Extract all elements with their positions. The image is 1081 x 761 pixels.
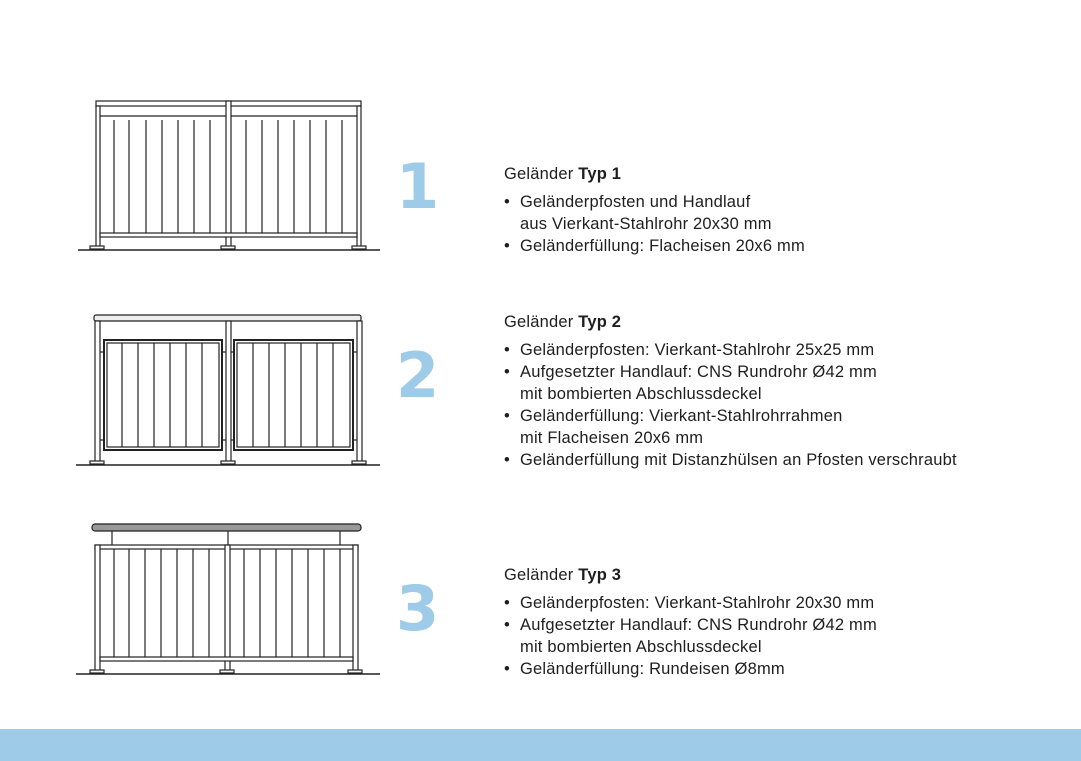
bullet-line: Geländerpfosten: Vierkant-Stahlrohr 25x2… (520, 341, 875, 359)
bullet-line: mit bombierten Abschlussdeckel (520, 638, 762, 656)
type-1-title-prefix: Geländer (504, 165, 574, 183)
bullet-line: Aufgesetzter Handlauf: CNS Rundrohr Ø42 … (520, 363, 877, 381)
bullet-item: Geländerpfosten: Vierkant-Stahlrohr 25x2… (504, 339, 957, 361)
railing-type-2-drawing (70, 304, 390, 484)
bullet-line: mit bombierten Abschlussdeckel (520, 385, 762, 403)
bullet-line: Geländerfüllung: Rundeisen Ø8mm (520, 660, 785, 678)
type-3-bullet-list: Geländerpfosten: Vierkant-Stahlrohr 20x3… (504, 592, 877, 680)
type-2-bullet-list: Geländerpfosten: Vierkant-Stahlrohr 25x2… (504, 339, 957, 471)
bullet-line: Geländerpfosten und Handlauf (520, 193, 751, 211)
bullet-line: Geländerfüllung mit Distanzhülsen an Pfo… (520, 451, 957, 469)
bullet-item: Geländerfüllung: Rundeisen Ø8mm (504, 658, 877, 680)
bullet-line: Geländerfüllung: Vierkant-Stahlrohrrahme… (520, 407, 843, 425)
type-3-title: Geländer Typ 3 (504, 564, 877, 586)
bullet-line: mit Flacheisen 20x6 mm (520, 429, 704, 447)
bullet-item: Geländerfüllung: Vierkant-Stahlrohrrahme… (504, 405, 957, 449)
bullet-line: Aufgesetzter Handlauf: CNS Rundrohr Ø42 … (520, 616, 877, 634)
bullet-item: Aufgesetzter Handlauf: CNS Rundrohr Ø42 … (504, 361, 957, 405)
footer-bar (0, 729, 1081, 761)
railing-type-1-drawing (70, 90, 390, 270)
type-2-title: Geländer Typ 2 (504, 311, 957, 333)
bullet-item: Aufgesetzter Handlauf: CNS Rundrohr Ø42 … (504, 614, 877, 658)
type-2-title-bold: Typ 2 (578, 313, 622, 331)
type-1-title-bold: Typ 1 (578, 165, 622, 183)
type-3-description: Geländer Typ 3 Geländerpfosten: Vierkant… (504, 564, 877, 680)
type-1-title: Geländer Typ 1 (504, 163, 805, 185)
bullet-line: aus Vierkant-Stahlrohr 20x30 mm (520, 215, 772, 233)
type-2-number: 2 (396, 339, 440, 412)
bullet-line: Geländerpfosten: Vierkant-Stahlrohr 20x3… (520, 594, 875, 612)
type-3-title-prefix: Geländer (504, 566, 574, 584)
type-2-title-prefix: Geländer (504, 313, 574, 331)
bullet-line: Geländerfüllung: Flacheisen 20x6 mm (520, 237, 805, 255)
bullet-item: Geländerfüllung: Flacheisen 20x6 mm (504, 235, 805, 257)
bullet-item: Geländerpfosten und Handlauf aus Vierkan… (504, 191, 805, 235)
type-3-number: 3 (396, 572, 440, 645)
bullet-item: Geländerpfosten: Vierkant-Stahlrohr 20x3… (504, 592, 877, 614)
bullet-item: Geländerfüllung mit Distanzhülsen an Pfo… (504, 449, 957, 471)
type-1-bullet-list: Geländerpfosten und Handlauf aus Vierkan… (504, 191, 805, 257)
type-1-number: 1 (396, 150, 440, 223)
type-1-description: Geländer Typ 1 Geländerpfosten und Handl… (504, 163, 805, 257)
type-2-description: Geländer Typ 2 Geländerpfosten: Vierkant… (504, 311, 957, 471)
type-3-title-bold: Typ 3 (578, 566, 622, 584)
railing-type-3-drawing (70, 514, 390, 694)
